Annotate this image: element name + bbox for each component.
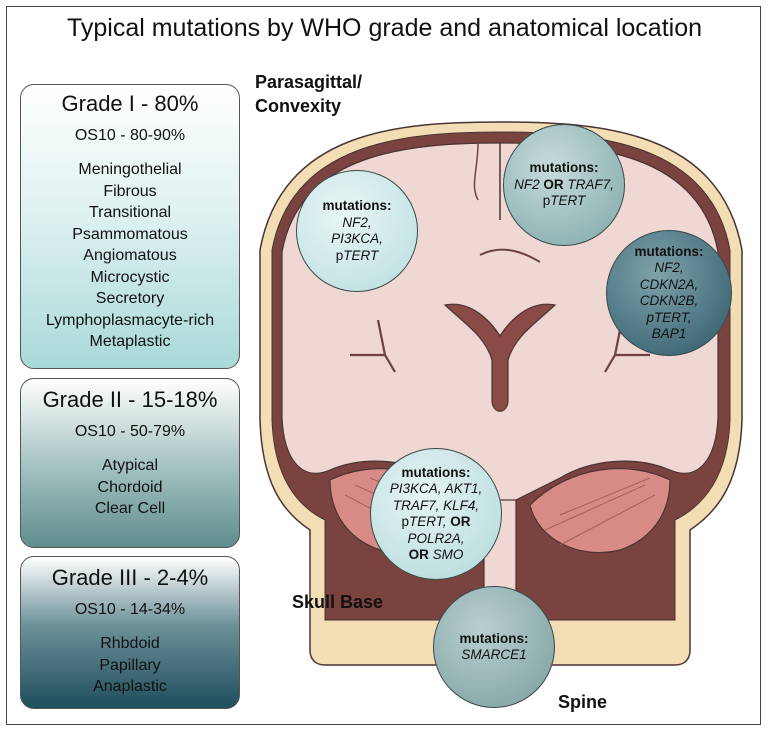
- gene-prefix: p: [335, 247, 344, 263]
- or-word: OR: [408, 547, 429, 562]
- grade-1-subtype: Metaplastic: [89, 333, 171, 350]
- sulcus: [479, 248, 541, 263]
- gene-label: NF2,: [654, 260, 684, 275]
- grade-1-subtype: Transitional: [88, 204, 172, 221]
- ventricles: [443, 303, 557, 412]
- spine-label: Spine: [558, 692, 608, 712]
- gene-label: TERT: [343, 247, 379, 263]
- mutations-heading: mutations:: [529, 160, 599, 176]
- gene-label: NF2: [514, 176, 540, 192]
- grade-3-subtype: Anaplastic: [93, 678, 167, 695]
- gene-label: TERT,: [408, 514, 447, 529]
- gene-label: SMARCE1: [461, 647, 527, 662]
- grade-1-subtype: Psammomatous: [72, 225, 188, 243]
- grade-1-subtype: Microcystic: [90, 268, 170, 286]
- grade-1-subtype: Meningothelial: [78, 161, 182, 178]
- spine-mutations-circle: mutations: SMARCE1: [433, 586, 555, 708]
- gene-label: CDKN2B,: [639, 293, 699, 308]
- grade-1-subtype: Secretory: [95, 290, 165, 307]
- grade-3-os10: OS10 - 14-34%: [74, 601, 186, 618]
- gene-label: TRAF7, KLF4,: [392, 497, 480, 513]
- gene-label: PI3KCA,: [331, 231, 383, 246]
- grade-2-subtype: Clear Cell: [94, 500, 166, 517]
- gene-label: pTERT,: [646, 309, 692, 325]
- figure-frame: [6, 6, 761, 725]
- parasagittal-label-line: Convexity: [255, 96, 342, 116]
- grade-3-subtype: Papillary: [99, 656, 161, 674]
- gene-prefix: p: [542, 193, 551, 209]
- gene-label: TRAF7,: [567, 176, 614, 192]
- parasagittal-label: Parasagittal/ Convexity: [255, 70, 362, 118]
- parasagittal-label-line: Parasagittal/: [255, 72, 363, 92]
- gene-label: NF2,: [342, 214, 372, 230]
- mutations-heading: mutations:: [634, 243, 704, 259]
- figure-title: Typical mutations by WHO grade and anato…: [66, 14, 703, 42]
- convexity-mutations-circle: mutations: NF2, PI3KCA, pTERT: [296, 170, 418, 292]
- grade-1-subtype: Angiomatous: [83, 247, 177, 264]
- gene-prefix: p: [401, 514, 409, 529]
- gene-label: POLR2A,: [407, 530, 465, 546]
- parasagittal-mutations-circle: mutations: NF2 OR TRAF7, pTERT: [503, 124, 625, 246]
- sulcus: [350, 319, 396, 373]
- lateral-mutations-circle: mutations: NF2, CDKN2A, CDKN2B, pTERT, B…: [606, 230, 732, 356]
- grade-3-box: Grade III - 2-4% OS10 - 14-34% Rhbdoid P…: [20, 556, 240, 709]
- grade-1-box: Grade I - 80% OS10 - 80-90% Meningotheli…: [20, 84, 240, 369]
- grade-2-os10: OS10 - 50-79%: [74, 423, 186, 440]
- mutations-heading: mutations:: [459, 630, 529, 646]
- gene-label: BAP1: [651, 326, 687, 341]
- grade-2-subtype: Atypical: [101, 457, 159, 474]
- grade-2-box: Grade II - 15-18% OS10 - 50-79% Atypical…: [20, 378, 240, 548]
- gene-label: CDKN2A,: [639, 276, 699, 292]
- or-word: OR: [450, 514, 471, 529]
- grade-1-title: Grade I - 80%: [61, 91, 199, 116]
- gene-label: PI3KCA, AKT1,: [389, 481, 483, 496]
- mutations-heading: mutations:: [401, 464, 471, 480]
- grade-1-subtype: Fibrous: [103, 182, 157, 200]
- grade-1-subtype: Lymphoplasmacyte-rich: [45, 311, 215, 329]
- skull-base-label: Skull Base: [292, 592, 384, 612]
- gene-label: TERT: [550, 193, 586, 209]
- grade-3-subtype: Rhbdoid: [100, 635, 160, 652]
- grade-2-title: Grade II - 15-18%: [42, 387, 218, 412]
- grade-1-os10: OS10 - 80-90%: [74, 127, 186, 144]
- or-word: OR: [543, 176, 564, 192]
- grade-3-title: Grade III - 2-4%: [51, 565, 209, 590]
- grade-2-subtype: Chordoid: [97, 478, 163, 496]
- gene-label: SMO: [432, 547, 464, 562]
- mutations-heading: mutations:: [322, 198, 392, 213]
- skull-base-mutations-circle: mutations: PI3KCA, AKT1, TRAF7, KLF4, pT…: [370, 448, 502, 580]
